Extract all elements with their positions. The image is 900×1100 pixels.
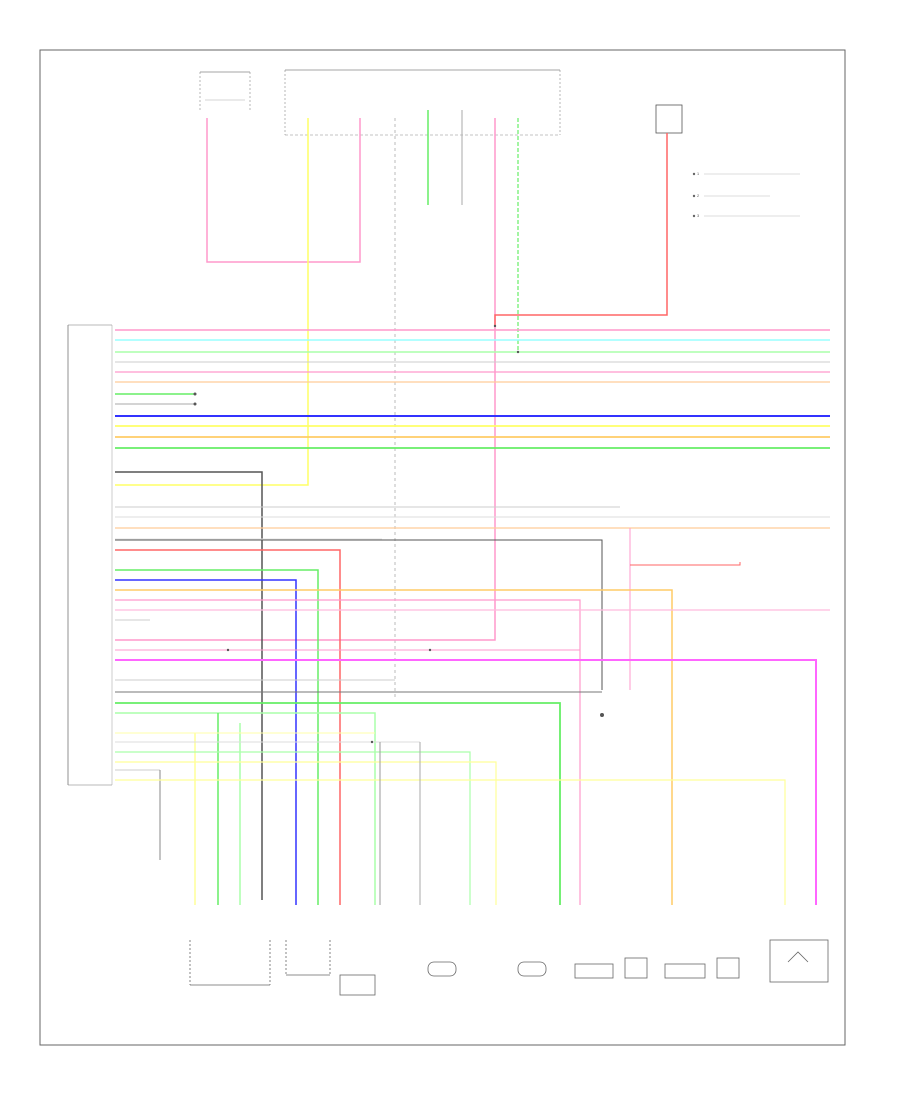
junction-dots (193, 324, 604, 744)
wire-yellow-fuse (115, 118, 309, 486)
bottom-components (189, 939, 829, 996)
diagram-frame (39, 49, 846, 1046)
wire-orange-h4 (115, 589, 673, 905)
wire-darkgray-1 (115, 471, 263, 900)
wire-red-right (630, 562, 741, 566)
wire-pink-vertical-main (115, 118, 496, 641)
wire-red-relay (494, 133, 668, 326)
wire-green-h3 (115, 569, 319, 905)
wire-red-h1 (115, 549, 341, 905)
fuse-box-main (284, 69, 561, 136)
wire-blue-h2 (115, 579, 297, 905)
relay-box-top-right (655, 104, 683, 134)
note-3-number: 3 (697, 214, 699, 218)
notes-legend (692, 172, 800, 218)
wire-magenta-h1 (115, 659, 817, 905)
ecu-connector-block (67, 324, 113, 786)
note-1-number: 1 (697, 172, 699, 176)
wire-green-h5 (115, 751, 471, 905)
wire-green-h4 (115, 702, 561, 905)
fuse-box-left (199, 71, 251, 110)
wire-pink-top-left (206, 118, 361, 263)
note-2-number: 2 (697, 194, 699, 198)
wire-lightgreen-h2 (115, 712, 376, 905)
wire-pink-h4 (115, 599, 581, 905)
wire-yellow-h3 (115, 779, 786, 905)
wire-darkgray-h2 (115, 539, 603, 690)
wire-yellow-h2 (115, 761, 497, 905)
